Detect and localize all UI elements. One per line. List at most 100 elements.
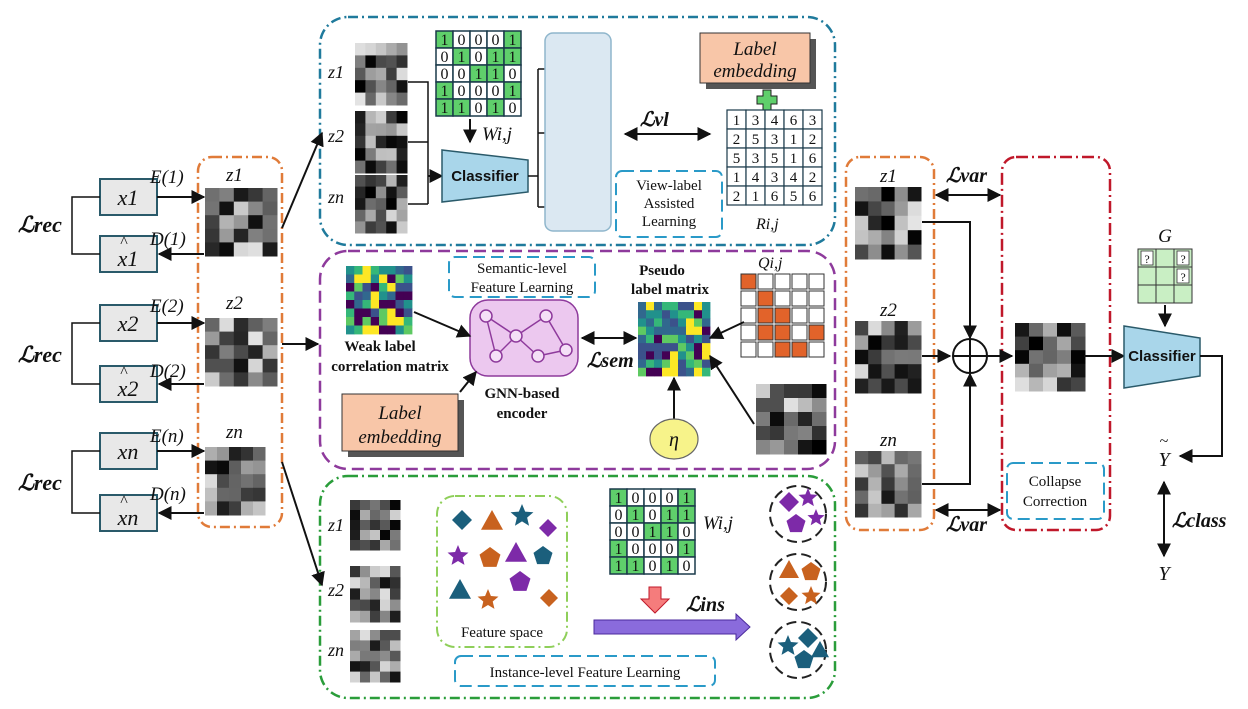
star-shape: [447, 545, 469, 565]
collapse-panel: [1000, 155, 1112, 532]
pent-shape: [801, 562, 821, 581]
weak-label-heatmap: [346, 266, 413, 335]
label-embedding-mid: Label embedding: [341, 393, 464, 457]
fusion-input-panel: [844, 155, 936, 532]
bin-cell: 0: [632, 524, 640, 541]
eta-node: [649, 418, 699, 460]
enc-label-1: E(1): [149, 167, 184, 188]
z1-label-left: z1: [225, 165, 243, 186]
hat-2: ^: [120, 364, 128, 381]
collapse-label-2: Correction: [1023, 494, 1088, 510]
bin-cell: 0: [649, 507, 657, 524]
r-cell: 5: [771, 151, 779, 167]
dia-shape: [540, 589, 558, 607]
bin-cell: 0: [632, 490, 640, 507]
label-embedding-top: Label embedding: [699, 32, 816, 89]
input-x2: x2: [99, 304, 158, 342]
eta-label: η: [669, 429, 679, 451]
r-cell: 1: [790, 132, 798, 148]
collapse-label-1: Collapse: [1029, 474, 1082, 490]
loss-rec-n: ℒrec: [18, 470, 62, 495]
r-cell: 2: [809, 170, 817, 186]
weak-label-2: correlation matrix: [331, 359, 449, 375]
clusters: [769, 485, 829, 679]
loss-ins: ℒins: [686, 594, 725, 616]
semantic-text-1: Semantic-level: [477, 261, 567, 277]
bin-cell: 1: [475, 66, 483, 83]
bin-cell: 1: [666, 524, 674, 541]
bin-cell: 1: [492, 100, 500, 117]
r-cell: 3: [771, 170, 779, 186]
view-label-text-2: Assisted: [644, 196, 695, 212]
cluster-circle: [769, 553, 827, 611]
bin-cell: 0: [492, 83, 500, 100]
q-matrix: [740, 273, 825, 358]
ins-z2: z2: [327, 580, 344, 600]
recon-xn: ^ xn: [99, 493, 158, 532]
classifier-out-lines: [528, 68, 548, 208]
zn-label-left: zn: [225, 422, 243, 443]
classifier-to-ytilde: [1178, 355, 1223, 463]
bin-cell: 1: [615, 541, 623, 558]
feature-space-shapes: [447, 504, 558, 609]
bin-cell: 1: [509, 83, 517, 100]
star-shape: [477, 589, 499, 609]
bin-cell: 0: [441, 49, 449, 66]
instance-label: Instance-level Feature Learning: [490, 665, 681, 681]
rec-bracket-2: [71, 322, 100, 385]
z2-label-left: z2: [225, 293, 243, 314]
g-question-mark: ?: [1180, 270, 1185, 284]
rec-bracket-n: [71, 450, 100, 514]
r-cell: 4: [790, 170, 798, 186]
r-ij-label: Ri,j: [755, 216, 779, 233]
classifier-right: [1123, 325, 1201, 389]
vl-zn: zn: [327, 187, 344, 207]
zn-to-fusion: [922, 372, 977, 485]
x1-label: x1: [117, 185, 139, 210]
bin-cell: 1: [632, 507, 640, 524]
bin-cell: 1: [458, 49, 466, 66]
right-patch-z1: [855, 187, 922, 260]
bin-cell: 0: [649, 541, 657, 558]
bin-cell: 0: [649, 490, 657, 507]
plus-cross: [953, 339, 987, 373]
pent-shape: [786, 514, 806, 533]
vl-z1: z1: [327, 62, 344, 82]
bin-cell: 1: [615, 490, 623, 507]
r-cell: 1: [752, 189, 760, 205]
bin-cell: 0: [475, 32, 483, 49]
semantic-box: [448, 256, 596, 298]
loss-rec-1: ℒrec: [18, 212, 62, 237]
ins-arrow: [593, 612, 751, 642]
vl-patch-z2: [355, 111, 408, 174]
r-cell: 2: [809, 132, 817, 148]
bin-cell: 1: [683, 541, 691, 558]
bin-cell: 1: [492, 49, 500, 66]
r-cell: 6: [809, 151, 817, 167]
right-z1: z1: [879, 166, 897, 187]
label-embedding-mid-1: Label: [377, 403, 421, 424]
arrow-to-ins: [281, 461, 325, 587]
bin-cell: 0: [649, 558, 657, 575]
dec-label-2: D(2): [149, 361, 186, 382]
weak-to-gnn: [413, 311, 472, 338]
pseudo-label-heatmap: [638, 302, 711, 377]
right-zn: zn: [879, 430, 897, 451]
dia-shape: [452, 510, 472, 530]
r-cell: 1: [733, 170, 741, 186]
r-cell: 3: [752, 151, 760, 167]
bin-cell: 1: [666, 507, 674, 524]
g-question-mark: ?: [1180, 252, 1185, 266]
bin-cell: 0: [666, 541, 674, 558]
bin-cell: 0: [509, 66, 517, 83]
r-cell: 5: [790, 189, 798, 205]
dia-shape: [779, 492, 799, 512]
gnn-nodes: [479, 309, 573, 363]
xn-label: xn: [117, 439, 139, 464]
pseudo-label-2: label matrix: [631, 282, 709, 298]
r-cell: 2: [733, 132, 741, 148]
